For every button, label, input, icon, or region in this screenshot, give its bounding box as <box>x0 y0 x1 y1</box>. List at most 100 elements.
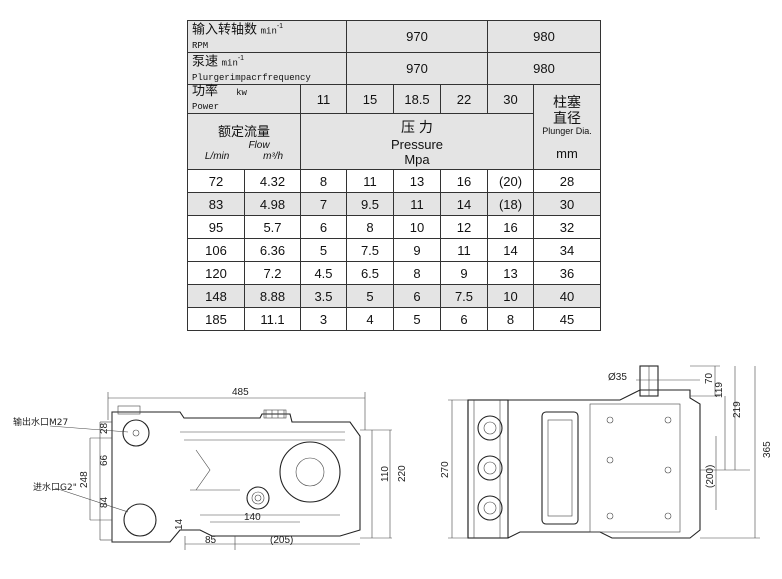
cell-plunger: 36 <box>533 261 601 285</box>
flow-header: 额定流量 Flow L/min m³/h <box>187 113 301 170</box>
cell-plunger: 32 <box>533 215 601 239</box>
cell-pressure: 6 <box>393 284 441 308</box>
cell-flow-lmin: 83 <box>187 192 245 216</box>
cell-pressure: 7.5 <box>440 284 488 308</box>
dim-66: 66 <box>99 454 110 466</box>
dim-220: 220 <box>397 465 408 482</box>
cell-flow-m3h: 4.32 <box>244 169 301 193</box>
pump-speed-value-2: 980 <box>487 52 601 85</box>
dim-110: 110 <box>380 466 391 482</box>
cell-pressure: 9 <box>393 238 441 262</box>
cell-pressure: 11 <box>393 192 441 216</box>
cell-pressure: 8 <box>487 307 534 331</box>
dim-d35: Ø35 <box>608 372 627 383</box>
cell-pressure: 8 <box>393 261 441 285</box>
cell-pressure: 6 <box>300 215 347 239</box>
cell-pressure: 4.5 <box>300 261 347 285</box>
cell-pressure: 3 <box>300 307 347 331</box>
rpm-label-en: RPM <box>192 40 209 51</box>
plunger-header-cn2: 直径 <box>553 109 581 126</box>
cell-pressure: 9 <box>440 261 488 285</box>
cell-pressure: 8 <box>346 215 394 239</box>
plunger-header: 柱塞 直径 Plunger Dia. mm <box>533 84 601 170</box>
cell-flow-m3h: 4.98 <box>244 192 301 216</box>
cell-pressure: 10 <box>393 215 441 239</box>
cell-pressure: 14 <box>440 192 488 216</box>
inlet-label: 进水口G2" <box>33 481 77 493</box>
flow-header-cn: 额定流量 <box>217 124 270 139</box>
dim-248: 248 <box>79 471 90 488</box>
table-row: 83 4.98 7 9.5 11 14 (18) 30 <box>187 192 601 216</box>
side-view-drawing: 485 28 66 24 <box>13 387 408 550</box>
cell-flow-m3h: 5.7 <box>244 215 301 239</box>
dim-85: 85 <box>205 535 217 546</box>
spec-table: 输入转轴数 min-1 RPM 970 980 泵速 min-1 Plurger… <box>187 20 601 331</box>
table-row: 106 6.36 5 7.5 9 11 14 34 <box>187 238 601 262</box>
cell-pressure: 13 <box>487 261 534 285</box>
pressure-header-unit: Mpa <box>404 151 430 167</box>
cell-flow-m3h: 7.2 <box>244 261 301 285</box>
table-row: 120 7.2 4.5 6.5 8 9 13 36 <box>187 261 601 285</box>
power-value: 22 <box>440 84 488 114</box>
pump-speed-label-en: Plurgerimpacrfrequency <box>192 72 311 83</box>
cell-flow-m3h: 11.1 <box>244 307 301 331</box>
cell-plunger: 40 <box>533 284 601 308</box>
table-row: 72 4.32 8 11 13 16 (20) 28 <box>187 169 601 193</box>
cell-flow-lmin: 148 <box>187 284 245 308</box>
power-value: 15 <box>346 84 394 114</box>
table-row: 95 5.7 6 8 10 12 16 32 <box>187 215 601 239</box>
cell-pressure: 4 <box>346 307 394 331</box>
pump-speed-unit-sup: -1 <box>237 55 245 63</box>
cell-flow-lmin: 106 <box>187 238 245 262</box>
dim-119: 119 <box>714 382 725 398</box>
dim-14: 14 <box>174 518 185 530</box>
dim-219: 219 <box>732 401 743 418</box>
rpm-row: 输入转轴数 min-1 RPM 970 980 <box>187 20 601 53</box>
dim-270: 270 <box>440 461 451 478</box>
cell-plunger: 34 <box>533 238 601 262</box>
cell-pressure: 14 <box>487 238 534 262</box>
cell-pressure: 8 <box>300 169 347 193</box>
pressure-header: 压 力 Pressure Mpa <box>300 113 534 170</box>
cell-pressure: 16 <box>440 169 488 193</box>
dim-140: 140 <box>244 512 261 523</box>
cell-flow-lmin: 95 <box>187 215 245 239</box>
cell-pressure: 5 <box>393 307 441 331</box>
power-row: 功率 kw Power 11 15 18.5 22 30 柱塞 直径 Plung… <box>187 84 601 170</box>
cell-pressure: 9.5 <box>346 192 394 216</box>
rpm-unit: min <box>260 26 277 37</box>
cell-pressure: (18) <box>487 192 534 216</box>
cell-flow-lmin: 120 <box>187 261 245 285</box>
cell-pressure: 6.5 <box>346 261 394 285</box>
power-value: 30 <box>487 84 534 114</box>
rpm-value-1: 970 <box>346 20 488 53</box>
dim-70: 70 <box>704 372 715 384</box>
dim-365: 365 <box>762 441 773 458</box>
pump-speed-unit: min <box>221 58 238 69</box>
cell-flow-m3h: 6.36 <box>244 238 301 262</box>
header-row: 额定流量 Flow L/min m³/h 压 力 Pressure Mpa <box>187 113 601 170</box>
plunger-header-unit: mm <box>556 145 578 161</box>
flow-header-units: L/min m³/h <box>188 151 300 162</box>
cell-pressure: 13 <box>393 169 441 193</box>
pump-speed-label-cn: 泵速 <box>192 53 219 69</box>
cell-pressure: 11 <box>346 169 394 193</box>
cell-flow-lmin: 185 <box>187 307 245 331</box>
outlet-label: 输出水口M27 <box>13 416 68 428</box>
cell-pressure: 5 <box>300 238 347 262</box>
dim-205: (205) <box>270 535 293 546</box>
cell-pressure: 11 <box>440 238 488 262</box>
rpm-unit-sup: -1 <box>276 23 284 31</box>
pressure-header-cn: 压 力 <box>401 118 433 135</box>
pump-speed-label-cell: 泵速 min-1 Plurgerimpacrfrequency <box>187 52 347 85</box>
dim-28: 28 <box>99 422 110 434</box>
plunger-header-cn1: 柱塞 <box>553 93 581 110</box>
cell-pressure: 6 <box>440 307 488 331</box>
cell-pressure: 16 <box>487 215 534 239</box>
power-label-en: Power <box>192 102 220 112</box>
cell-pressure: 10 <box>487 284 534 308</box>
flow-unit-m3h: m³/h <box>263 151 284 162</box>
cell-pressure: (20) <box>487 169 534 193</box>
pump-drawings: 485 28 66 24 <box>13 365 773 550</box>
flow-header-en: Flow <box>248 140 270 151</box>
